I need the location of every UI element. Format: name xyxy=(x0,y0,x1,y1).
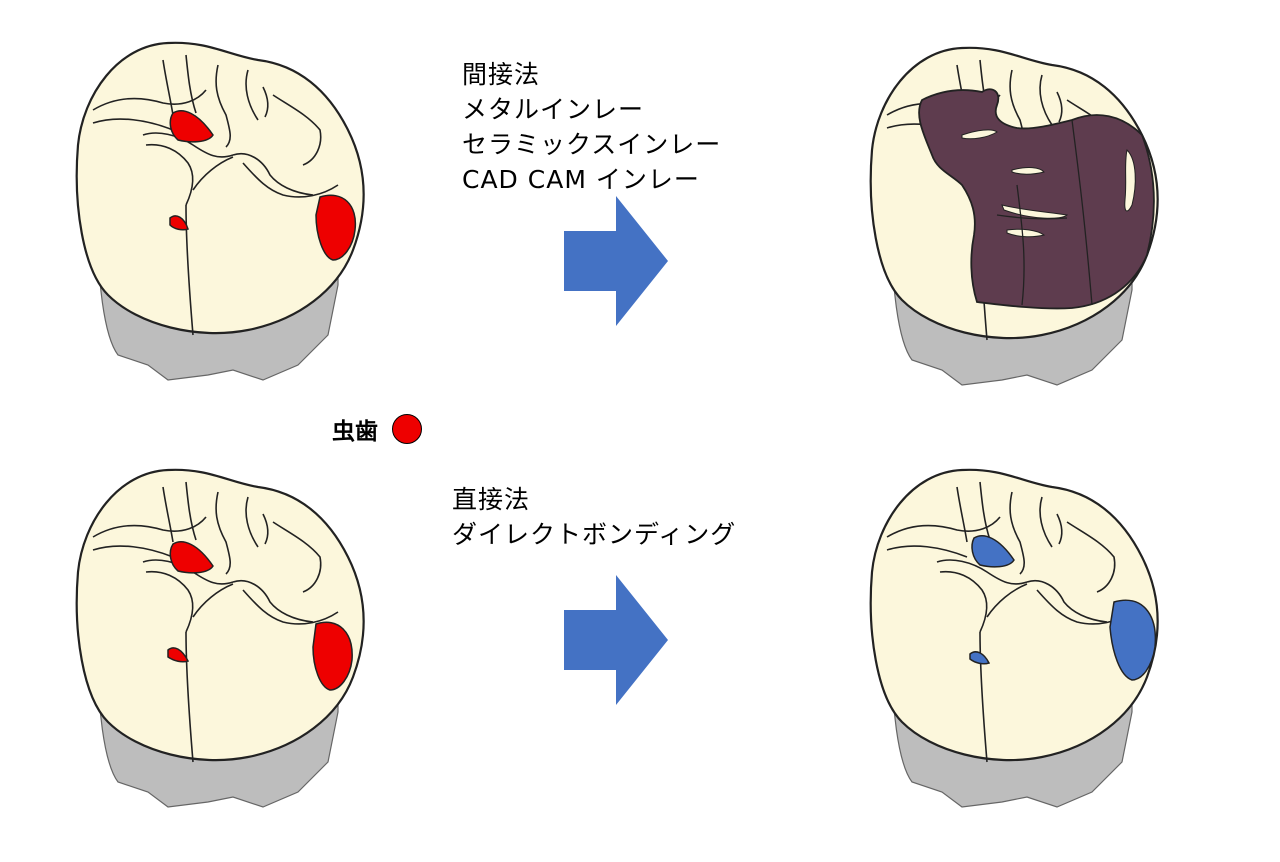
composite-filling xyxy=(971,535,1015,568)
method-title: 直接法 xyxy=(452,485,531,514)
indirect-method-label: 間接法 メタルインレー セラミックスインレー CAD CAM インレー xyxy=(462,57,721,197)
tooth-indirect-after xyxy=(869,46,1159,387)
caries-spot xyxy=(312,621,353,691)
option-item: メタルインレー xyxy=(462,95,645,124)
legend-label: 虫歯 xyxy=(332,419,378,445)
arrow-right-icon xyxy=(564,196,668,326)
option-item: CAD CAM インレー xyxy=(462,165,700,194)
tooth-direct-after xyxy=(869,468,1159,809)
arrow-right-icon xyxy=(564,575,668,705)
direct-method-label: 直接法 ダイレクトボンディング xyxy=(452,482,736,552)
legend: 虫歯 xyxy=(332,413,422,445)
composite-filling xyxy=(969,651,991,665)
option-item: セラミックスインレー xyxy=(462,130,722,159)
composite-filling xyxy=(1109,599,1157,681)
caries-spot xyxy=(169,110,214,143)
caries-spot xyxy=(169,215,189,231)
caries-spot xyxy=(167,647,190,663)
option-item: ダイレクトボンディング xyxy=(452,520,737,549)
method-title: 間接法 xyxy=(462,60,541,89)
caries-dot-icon xyxy=(392,414,422,444)
tooth-direct-before xyxy=(75,468,365,809)
tooth-indirect-before xyxy=(75,41,365,382)
caries-spot xyxy=(315,194,357,261)
caries-spot xyxy=(169,541,214,574)
inlay-restoration xyxy=(918,88,1155,310)
